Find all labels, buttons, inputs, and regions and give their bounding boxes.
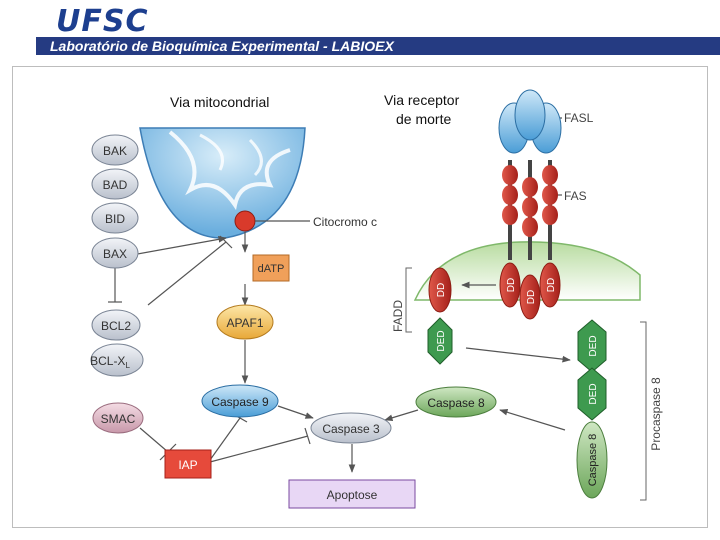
bid-label: BID	[105, 212, 125, 226]
caspase8-label: Caspase 8	[427, 396, 485, 410]
lab-title: Laboratório de Bioquímica Experimental -…	[50, 38, 394, 54]
procasp8-ded-2-label: DED	[588, 383, 599, 404]
smac-inhibit-iap	[139, 427, 169, 453]
header-bar	[36, 37, 720, 55]
casp8-to-casp3-arrow	[384, 409, 419, 422]
datp-label: dATP	[258, 263, 285, 275]
fas-receptor	[502, 160, 558, 260]
bak-label: BAK	[103, 144, 127, 158]
receptor-dd-1: DD	[499, 262, 521, 308]
procasp8-caspase8: Caspase 8	[576, 421, 608, 499]
apaf1-label: APAF1	[226, 316, 263, 330]
iap-inhibit-casp9	[209, 417, 241, 461]
apoptose-box: Apoptose	[288, 479, 416, 509]
caspase9-label: Caspase 9	[211, 395, 269, 409]
smac-label: SMAC	[101, 412, 136, 426]
casp9-to-casp3-arrow	[277, 405, 314, 419]
iap-inhibit-casp3	[209, 435, 309, 463]
bcl2-node: BCL2	[91, 309, 141, 341]
procasp8-ded-1-label: DED	[588, 335, 599, 356]
iap-label: IAP	[178, 458, 197, 472]
citocromo-label: Citocromo c	[313, 215, 377, 229]
bax-node: BAX	[91, 237, 139, 269]
caspase3-label: Caspase 3	[322, 422, 380, 436]
fas-label: FAS	[564, 189, 587, 203]
fadd-bracket	[405, 267, 412, 333]
fadd-ded: DED	[427, 317, 453, 365]
bak-node: BAK	[91, 134, 139, 166]
bax-to-mito-arrow	[131, 236, 227, 256]
via-mitocondrial-label: Via mitocondrial	[170, 94, 269, 110]
bad-node: BAD	[91, 168, 139, 200]
svg-text:BCL-XL: BCL-XL	[90, 354, 130, 370]
receptor-dd-3: DD	[539, 262, 561, 308]
bclxl-node: BCL-XL	[90, 343, 144, 377]
iap-casp3-bar	[304, 427, 311, 445]
bcl2-mito-bar	[219, 235, 233, 249]
datp-node: dATP	[252, 254, 290, 282]
fadd-dd-label: DD	[436, 283, 447, 297]
bax-label: BAX	[103, 247, 127, 261]
procaspase8-label: Procaspase 8	[649, 377, 663, 451]
fadd-label: FADD	[391, 300, 405, 332]
iap-node: IAP	[164, 449, 212, 479]
bclxl-subscript: L	[125, 361, 130, 370]
fadd-ded-to-procasp8-arrow	[465, 347, 571, 363]
receptor-dd-1-label: DD	[506, 278, 517, 292]
bid-node: BID	[91, 202, 139, 234]
fadd-dd: DD	[428, 267, 452, 313]
header: UFSC Laboratório de Bioquímica Experimen…	[0, 0, 720, 58]
receptor-dd-2: DD	[519, 274, 541, 320]
via-receptor-label-1: Via receptor	[384, 92, 460, 108]
mitochondrion	[139, 127, 306, 239]
bcl2-label: BCL2	[101, 319, 131, 333]
procasp8-ded-1: DED	[577, 319, 607, 373]
procasp8-ded-2: DED	[577, 367, 607, 421]
procasp8-caspase8-label: Caspase 8	[587, 434, 599, 487]
receptor-dd-2-label: DD	[526, 290, 537, 304]
bclxl-label: BCL-X	[90, 354, 125, 368]
fadd-ded-label: DED	[436, 330, 447, 351]
apoptose-label: Apoptose	[327, 488, 378, 502]
cytochrome-c-dot	[234, 210, 256, 232]
caspase8-node: Caspase 8	[415, 386, 497, 418]
ufsc-logo: UFSC	[56, 4, 149, 39]
bcl2-to-mito-inhibit	[147, 241, 227, 306]
bad-label: BAD	[103, 178, 128, 192]
smac-node: SMAC	[92, 402, 144, 434]
procaspase8-bracket	[640, 321, 647, 501]
apaf1-node: APAF1	[216, 304, 274, 340]
receptor-dd-3-label: DD	[546, 278, 557, 292]
fasl-label: FASL	[564, 111, 594, 125]
caspase9-node: Caspase 9	[201, 384, 279, 418]
procasp8-to-casp8-arrow	[499, 409, 566, 431]
via-receptor-label-2: de morte	[396, 111, 451, 127]
fasl-ligand	[498, 89, 562, 154]
caspase3-node: Caspase 3	[310, 412, 392, 444]
